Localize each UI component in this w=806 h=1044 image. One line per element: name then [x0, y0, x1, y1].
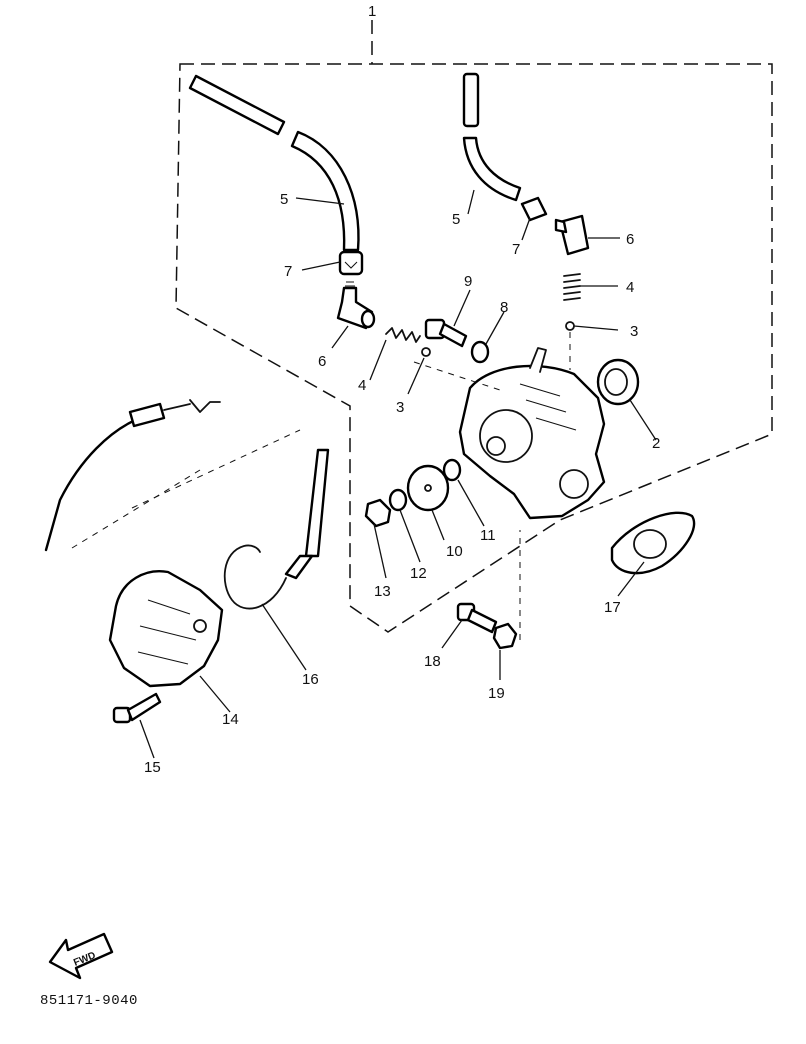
fwd-arrow-icon: FWD	[48, 932, 114, 980]
callout-4-right: 4	[626, 279, 634, 296]
leader-lines	[139, 189, 657, 759]
check-spring-left	[385, 327, 421, 343]
pump-gasket	[610, 511, 696, 575]
callout-7-left: 7	[284, 263, 292, 280]
pump-cover	[108, 570, 224, 688]
callout-12: 12	[410, 565, 427, 582]
callout-3-right: 3	[630, 323, 638, 340]
banjo-fitting-left	[336, 281, 376, 330]
callout-19: 19	[488, 685, 505, 702]
copper-washer	[470, 340, 490, 364]
callout-16: 16	[302, 671, 319, 688]
banjo-fitting-right	[554, 214, 590, 256]
callout-8: 8	[500, 299, 508, 316]
hose-clamp-right	[520, 196, 548, 222]
callout-17: 17	[604, 599, 621, 616]
callout-5-left: 5	[280, 191, 288, 208]
callout-2: 2	[652, 435, 660, 452]
cover-bolt	[112, 692, 162, 724]
delivery-hose-left	[188, 74, 360, 252]
delivery-hose-right	[462, 72, 522, 202]
oil-seal	[596, 358, 640, 406]
callout-6-left: 6	[318, 353, 326, 370]
callout-18: 18	[424, 653, 441, 670]
callout-7-right: 7	[512, 241, 520, 258]
callout-4-left: 4	[358, 377, 366, 394]
callout-6-right: 6	[626, 231, 634, 248]
hose-clamp-left	[338, 250, 364, 276]
check-ball-right	[565, 321, 575, 331]
oil-pump-cable	[44, 399, 221, 552]
callout-11: 11	[480, 527, 496, 544]
mounting-nut	[492, 622, 518, 650]
callout-5-right: 5	[452, 211, 460, 228]
pump-washer	[442, 458, 462, 482]
callout-9: 9	[464, 273, 472, 290]
assembly-boundary	[175, 20, 773, 633]
oil-pump-body	[458, 347, 606, 520]
callout-1: 1	[368, 3, 376, 20]
mounting-bolt	[456, 602, 498, 634]
check-spring-right	[563, 273, 581, 301]
callout-15: 15	[144, 759, 161, 776]
alignment-lines	[71, 332, 571, 640]
check-ball-left	[421, 347, 431, 357]
cable-with-sleeve	[223, 448, 330, 610]
plate-center	[424, 484, 432, 492]
lock-washer	[388, 488, 408, 512]
callout-labels: 1 5 7 6 4 3 9 8 5 7 6 4 3 2 11 10 12 13 …	[144, 3, 660, 776]
pump-nut	[364, 498, 392, 528]
callout-14: 14	[222, 711, 239, 728]
callout-13: 13	[374, 583, 391, 600]
union-bolt	[424, 318, 468, 348]
drawing-number: 851171-9040	[40, 993, 138, 1009]
callout-10: 10	[446, 543, 463, 560]
callout-3-left: 3	[396, 399, 404, 416]
